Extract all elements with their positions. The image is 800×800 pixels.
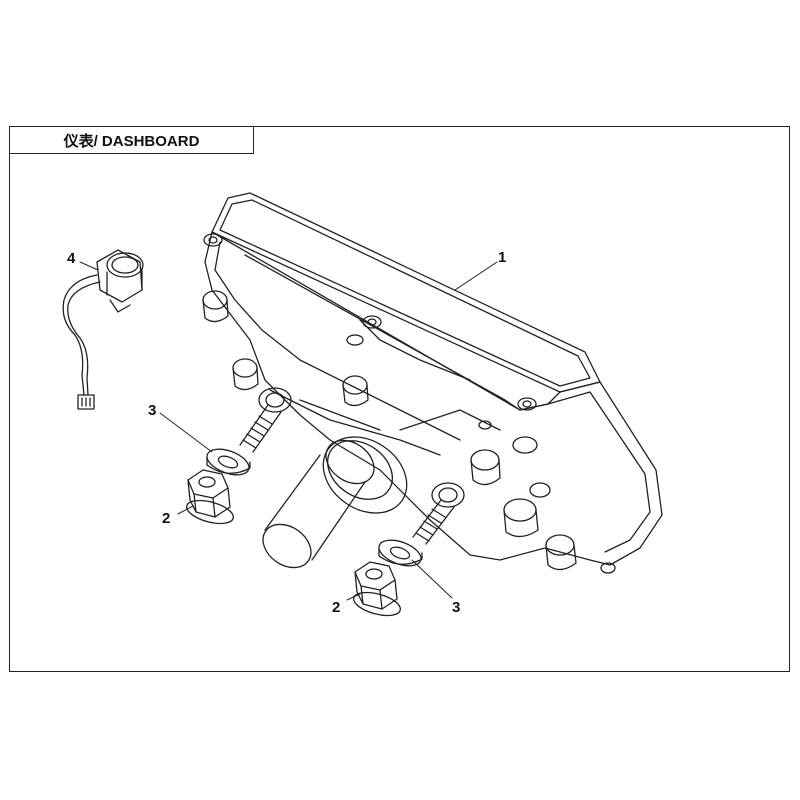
diagram-title: 仪表/ DASHBOARD: [9, 126, 254, 154]
callout-2-left: 2: [162, 510, 170, 527]
callout-4: 4: [67, 250, 76, 267]
callout-labels: 1 2 2 3 3 4: [67, 249, 506, 616]
callout-3-left: 3: [148, 402, 156, 419]
callout-1: 1: [498, 249, 506, 266]
callout-2-right: 2: [332, 599, 340, 616]
connector-cap: [62, 249, 144, 410]
flange-nut-right: [353, 561, 401, 617]
washer-left: [206, 448, 251, 476]
callout-3-right: 3: [452, 599, 460, 616]
diagram-frame: [9, 126, 790, 672]
dashboard-instrument-cluster: [202, 192, 663, 574]
leader-lines: [79, 261, 498, 601]
washer-right: [378, 539, 423, 567]
flange-nut-left: [186, 469, 234, 525]
